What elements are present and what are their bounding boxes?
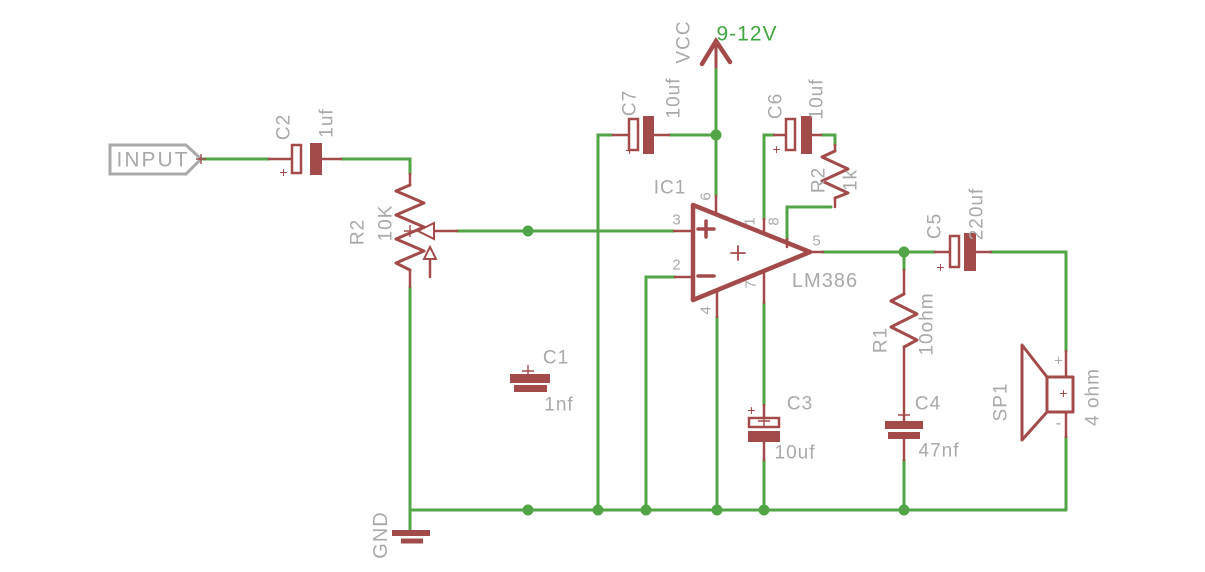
wire-pin2-to-gnd [644, 275, 677, 512]
speaker-box [1045, 375, 1075, 414]
wires [201, 62, 1068, 532]
c2-value-label: 1uf [316, 108, 338, 138]
c5-positive-plate [948, 234, 961, 269]
c7-name-label: C7 [619, 89, 641, 117]
wire-c6-to-r2b [819, 133, 837, 147]
c1-pin-cross-icon [522, 365, 534, 377]
c5-polarity-plus: + [936, 259, 946, 275]
c4-value-label: 47nf [918, 440, 960, 462]
c2-name-label: C2 [273, 113, 295, 141]
c2-negative-plate [310, 143, 322, 175]
wire-c5-to-speaker [989, 250, 1068, 353]
junction-dots [522, 129, 910, 516]
junction-output [898, 246, 910, 258]
c4-bottom-plate [888, 432, 920, 439]
opamp-pin6-label: 6 [697, 191, 715, 201]
c1-name-label: C1 [542, 347, 570, 369]
c2-positive-plate [290, 143, 303, 175]
junction-gnd-c1 [522, 504, 534, 516]
junction-gnd-c7 [592, 504, 604, 516]
r1-value-label: 10ohm [916, 292, 938, 356]
opamp-part-label: LM386 [791, 270, 859, 292]
pin-origin-crosses [196, 154, 910, 427]
r1-name-label: R1 [870, 326, 892, 354]
r2b-value-label: 1k [840, 168, 862, 192]
c2-polarity-plus: + [279, 164, 289, 180]
c1-value-label: 1nf [544, 394, 574, 416]
sp1-inner-plus-mark: + [1059, 385, 1069, 401]
opamp-triangle [690, 202, 813, 303]
opamp-pin3-label: 3 [672, 211, 682, 229]
c6-polarity-plus: + [772, 141, 782, 157]
c7-value-label: 10uf [663, 77, 685, 119]
c5-name-label: C5 [924, 212, 946, 240]
opamp-pin2-label: 2 [672, 256, 682, 274]
c6-negative-plate [801, 116, 812, 154]
opamp-pin8-label: 8 [765, 216, 783, 226]
sp1-value-label: 4 ohm [1082, 368, 1104, 426]
c4-top-plate [885, 421, 923, 429]
c6-positive-plate [784, 117, 797, 152]
vcc-arrow-head [699, 36, 733, 67]
opamp-marks [696, 219, 746, 278]
junction-gnd-pin4 [711, 504, 723, 516]
ground-symbol-icon [392, 530, 430, 544]
input-pin-cross-icon [196, 154, 206, 164]
c4-pin-cross-icon [898, 409, 910, 421]
wiper-arrowhead-icon [415, 221, 435, 241]
opamp-pin1-label: 1 [741, 216, 759, 226]
opamp-designator-label: IC1 [653, 177, 687, 199]
pin-stubs [267, 133, 1068, 462]
opamp-origin-cross-icon [730, 245, 746, 261]
c7-negative-plate [643, 116, 654, 154]
opamp-pin7-label: 7 [742, 279, 760, 289]
trim-arrowhead-icon [422, 244, 438, 260]
pot-name-label: R2 [347, 218, 369, 246]
capacitors [290, 116, 976, 442]
c3-value-label: 10uf [774, 442, 816, 464]
wire-c2-to-pot [339, 157, 412, 176]
wire-c6-to-pin1 [762, 133, 776, 221]
gnd-net-label: GND [370, 511, 392, 559]
junction-pin3-c1 [522, 225, 534, 237]
c1-bottom-plate [514, 385, 547, 392]
vcc-arrow-icon [699, 36, 733, 69]
opamp-pin4-label: 4 [697, 305, 715, 315]
c7-positive-plate [627, 117, 640, 152]
sp1-name-label: SP1 [990, 382, 1012, 422]
c6-value-label: 10uf [806, 78, 828, 120]
c6-name-label: C6 [765, 92, 787, 120]
wire-c7-to-gnd [596, 133, 614, 512]
input-port-label: INPUT [116, 148, 190, 172]
supply-voltage-label: 9-12V [716, 22, 778, 46]
junction-vcc [710, 129, 722, 141]
junction-gnd-pin2 [640, 504, 652, 516]
pot-value-label: 10K [375, 204, 397, 242]
sp1-plus-terminal-label: + [1054, 352, 1064, 370]
junction-gnd-c3 [758, 504, 770, 516]
resistor-r2b-zigzag [820, 149, 850, 200]
c1-top-plate [510, 374, 550, 383]
speaker-symbol [1020, 343, 1075, 442]
vcc-net-label: VCC [673, 20, 695, 64]
speaker-cone [1020, 343, 1049, 442]
opamp-noninverting-plus-icon [696, 219, 716, 239]
junction-gnd-c4 [898, 504, 910, 516]
c3-negative-plate [748, 431, 780, 442]
c5-negative-plate [964, 233, 976, 271]
c3-name-label: C3 [786, 393, 814, 415]
c4-name-label: C4 [914, 393, 942, 415]
wiper-pin-cross-icon [404, 225, 416, 237]
c7-polarity-plus: + [625, 142, 635, 158]
input-connector-shape [108, 143, 204, 176]
sp1-minus-terminal-label: - [1055, 413, 1063, 433]
c3-polarity-plus: + [747, 402, 757, 418]
resistor-r1-zigzag [889, 292, 919, 349]
opamp-pin5-label: 5 [812, 232, 822, 250]
c3-pin-cross-icon [758, 415, 770, 427]
r2b-name-label: R2 [808, 166, 830, 194]
wire-r2b-to-pin8 [785, 205, 833, 241]
c5-value-label: 220uf [966, 187, 988, 241]
